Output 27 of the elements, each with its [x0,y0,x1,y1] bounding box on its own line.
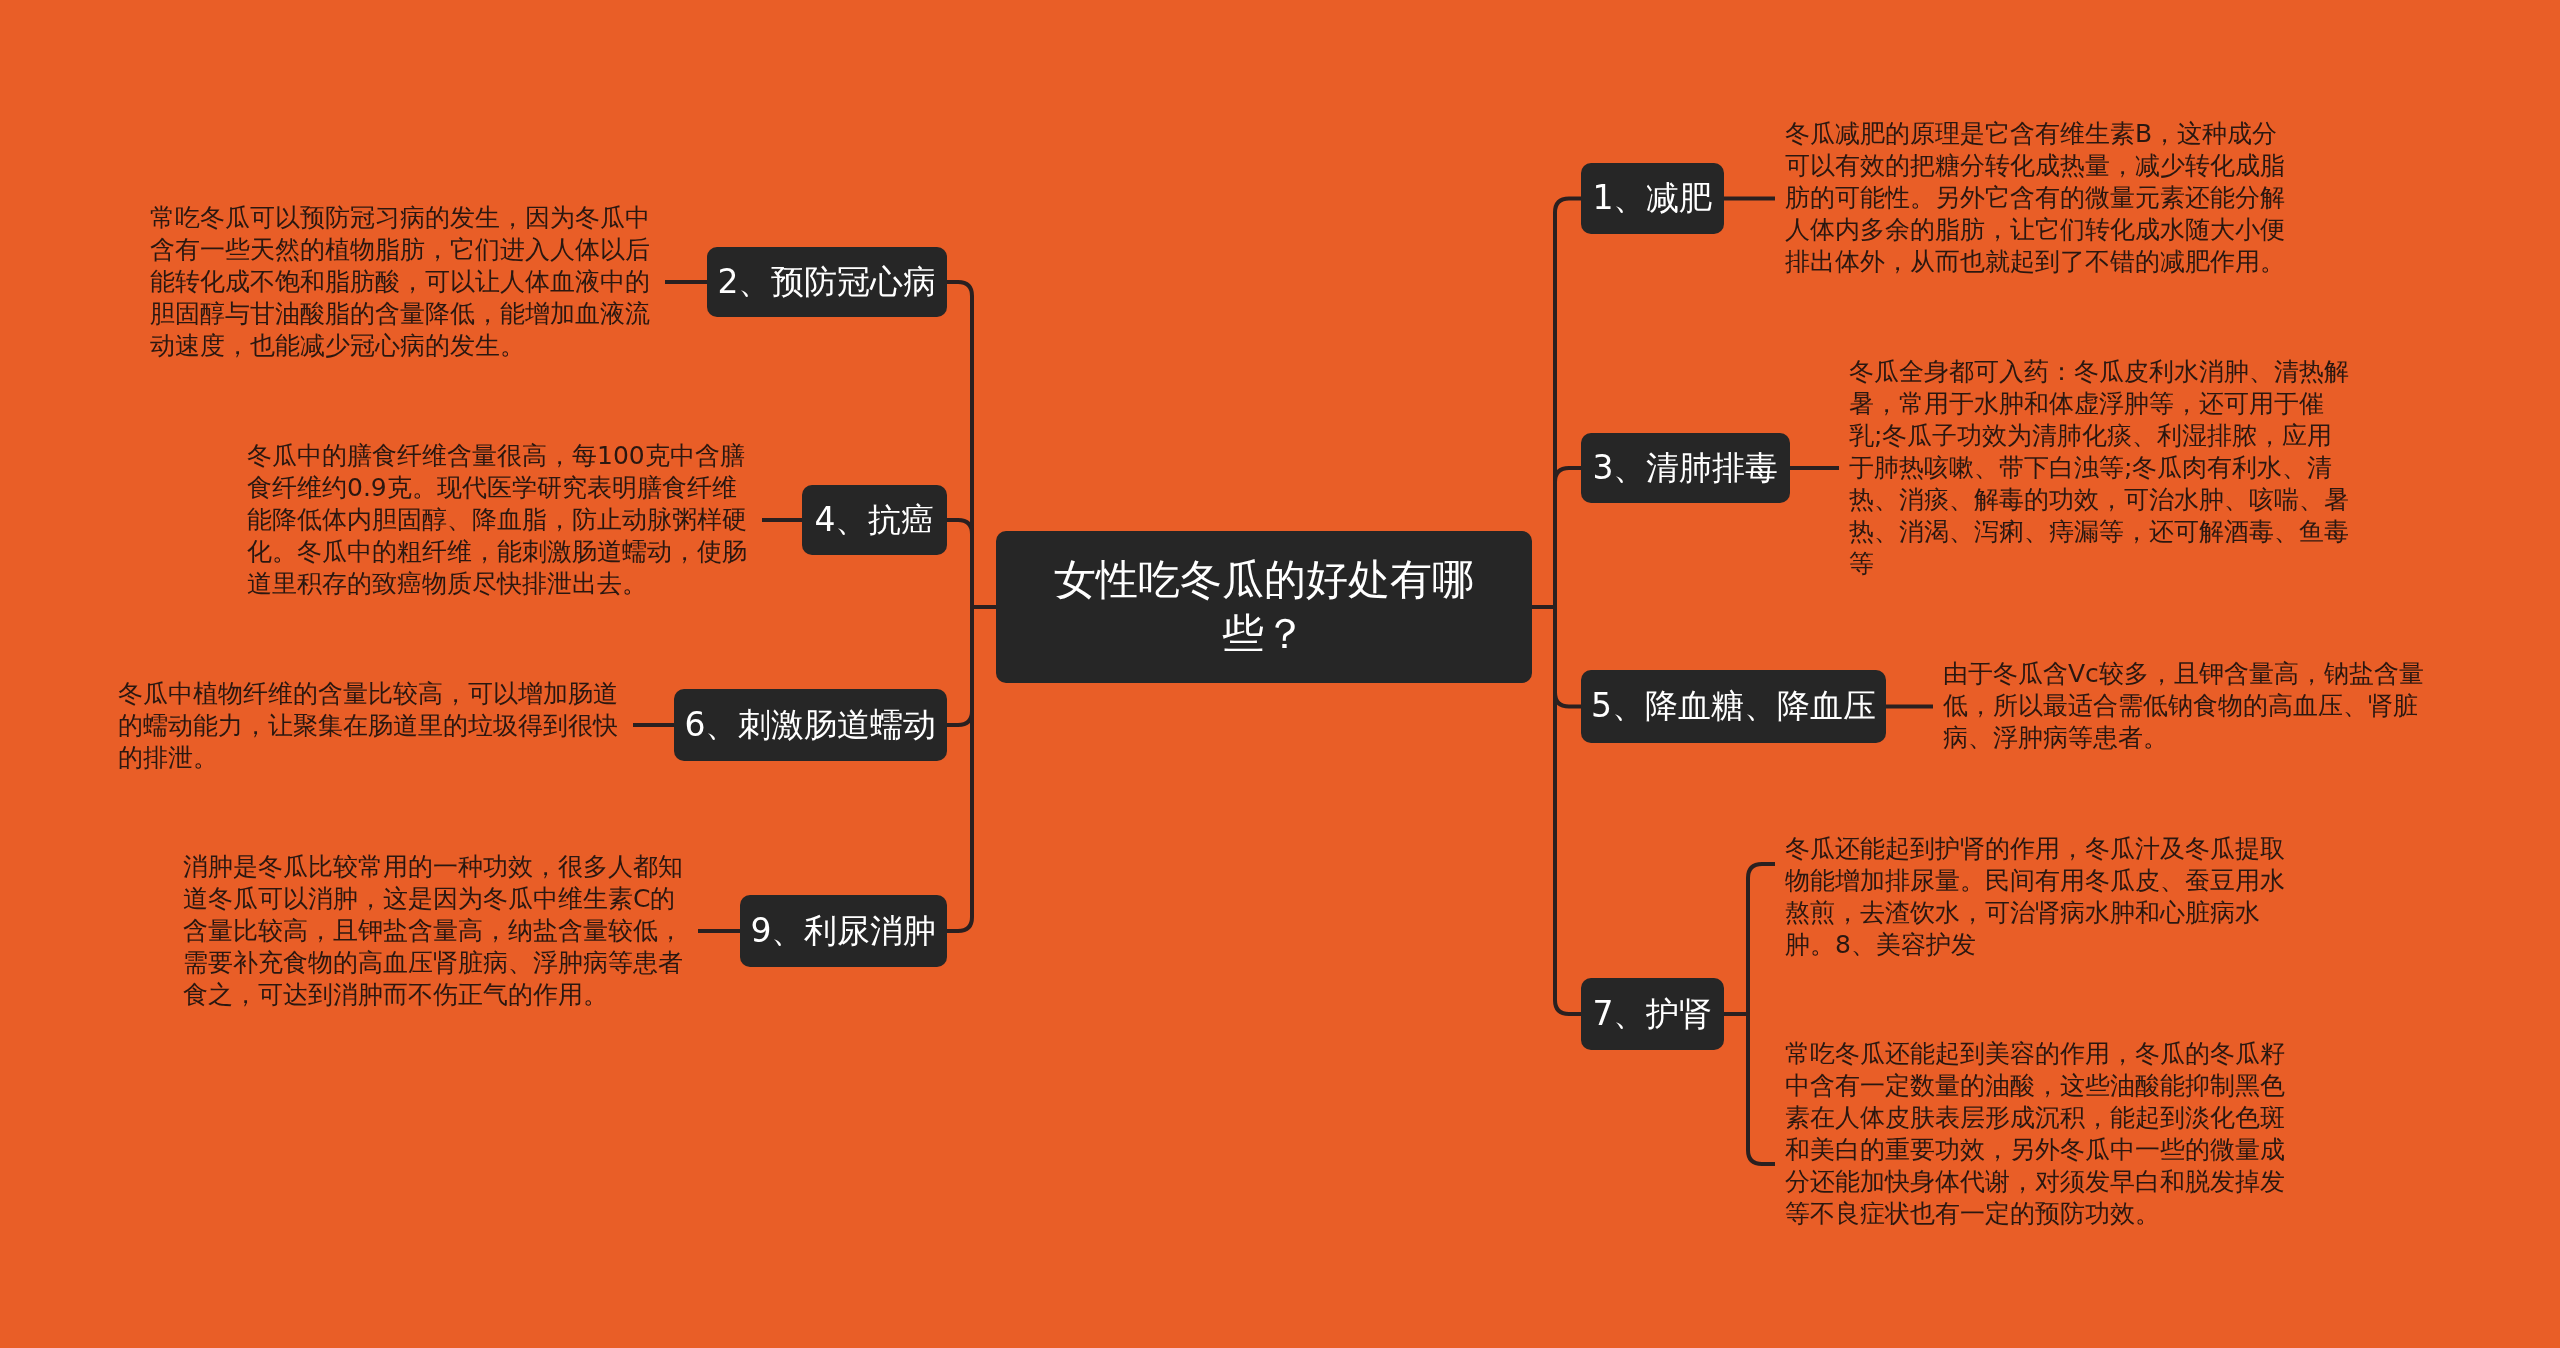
note-text: 冬瓜中植物纤维的含量比较高，可以增加肠道的蠕动能力，让聚集在肠道里的垃圾得到很快的排泄。 [118,678,623,774]
note-text: 由于冬瓜含Vc较多，且钾含量高，钠盐含量低，所以最适合需低钠食物的高血压、肾脏病、浮肿病等患者。 [1943,658,2448,754]
connector-line [698,929,740,933]
connector-line [947,605,996,933]
note-text: 常吃冬瓜可以预防冠习病的发生，因为冬瓜中含有一些天然的植物脂肪，它们进入人体以后能转化成不饱和脂肪酸，可以让人体血液中的胆固醇与甘油酸脂的含量降低，能增加血液流动速度，也能减少冠心病的发生。 [150,202,655,362]
branch-box: 4、抗癌 [802,485,947,555]
branch-box: 9、利尿消肿 [740,895,947,967]
note-text: 冬瓜全身都可入药：冬瓜皮利水消肿、清热解暑，常用于水肿和体虚浮肿等，还可用于催乳;冬瓜子功效为清肺化痰、利湿排脓，应用于肺热咳嗽、带下白浊等;冬瓜肉有利水、清热、消痰、解毒的功效，可治水肿、咳喘、暑热、消渴、泻痢、痔漏等，还可解酒毒、鱼毒等 [1849,356,2354,580]
note-text: 消肿是冬瓜比较常用的一种功效，很多人都知道冬瓜可以消肿，这是因为冬瓜中维生素C的含量比较高，且钾盐含量高，纳盐含量较低，需要补充食物的高血压肾脏病、浮肿病等患者食之，可达到消肿而不伤正气的作用。 [183,851,688,1011]
connector-line [1790,466,1839,470]
note-text: 冬瓜减肥的原理是它含有维生素B，这种成分可以有效的把糖分转化成热量，减少转化成脂肪的可能性。另外它含有的微量元素还能分解人体内多余的脂肪，让它们转化成水随大小便排出体外，从而也就起到了不错的减肥作用。 [1785,118,2295,278]
connector-line [762,518,802,522]
note-text: 冬瓜还能起到护肾的作用，冬瓜汁及冬瓜提取物能增加排尿量。民间有用冬瓜皮、蚕豆用水熬煎，去渣饮水，可治肾病水肿和心脏病水肿。8、美容护发 [1785,833,2295,961]
branch-box: 3、清肺排毒 [1581,433,1790,503]
note-text: 常吃冬瓜还能起到美容的作用，冬瓜的冬瓜籽中含有一定数量的油酸，这些油酸能抑制黑色素在人体皮肤表层形成沉积，能起到淡化色斑和美白的重要功效，另外冬瓜中一些的微量成分还能加快身体代谢，对须发早白和脱发掉发等不良症状也有一定的预防功效。 [1785,1038,2295,1230]
branch-box: 1、减肥 [1581,163,1724,234]
connector-line [1886,704,1933,709]
connector-line [1724,196,1775,201]
topic-box: 女性吃冬瓜的好处有哪些？ [996,531,1532,683]
connector-line [1532,605,1581,1016]
branch-box: 2、预防冠心病 [707,247,947,317]
connector-line [665,280,707,284]
branch-box: 5、降血糖、降血压 [1581,670,1886,743]
branch-box: 7、护肾 [1581,978,1724,1050]
connector-line [633,723,674,727]
branch-box: 6、刺激肠道蠕动 [674,689,947,761]
note-text: 冬瓜中的膳食纤维含量很高，每100克中含膳食纤维约0.9克。现代医学研究表明膳食纤维能降低体内胆固醇、降血脂，防止动脉粥样硬化。冬瓜中的粗纤维，能刺激肠道蠕动，使肠道里积存的致癌物质尽快排泄出去。 [247,440,752,600]
